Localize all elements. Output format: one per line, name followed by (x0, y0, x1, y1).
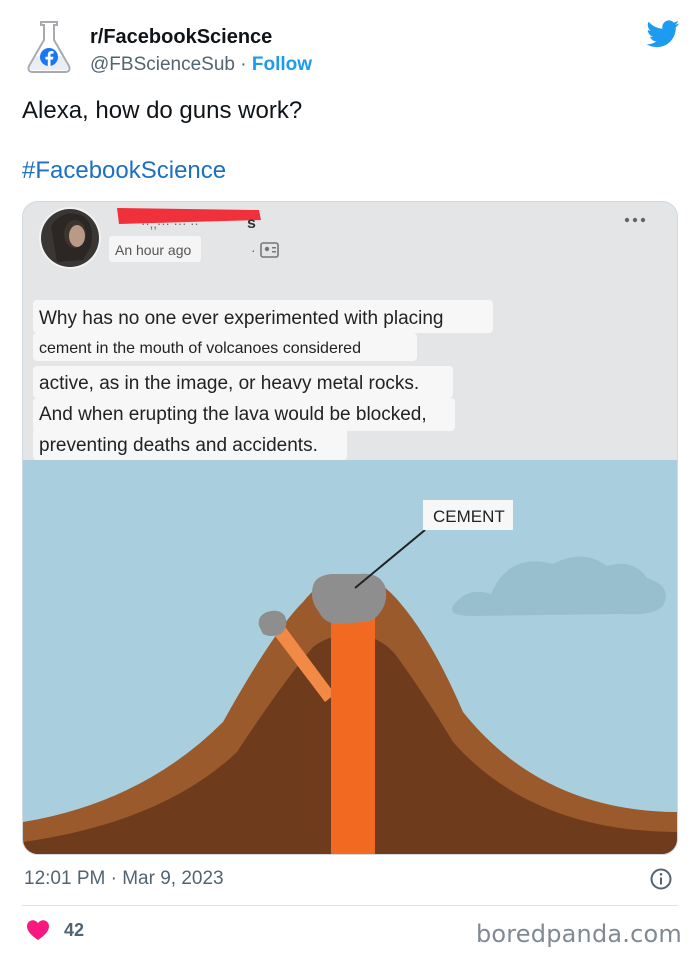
separator-dot: · (240, 54, 247, 75)
post-time-pill (109, 236, 201, 262)
watermark: boredpanda.com (475, 920, 682, 948)
hashtag-link[interactable]: #FacebookScience (22, 157, 227, 184)
cement-rock (258, 610, 287, 636)
svg-text:··,,··· ··· ··: ··,,··· ··· ·· (141, 216, 199, 231)
info-icon[interactable] (650, 868, 672, 890)
redacted-name: s ··,,··· ··· ·· (117, 208, 261, 232)
volcano-diagram: CEMENT (23, 460, 677, 854)
tweet-timestamp[interactable]: 12:01 PM · Mar 9, 2023 (24, 868, 224, 889)
label-pointer (354, 529, 426, 589)
audience-icon (260, 242, 279, 258)
cloud (451, 556, 666, 616)
text-highlight-3 (33, 366, 453, 398)
side-vent (269, 624, 335, 702)
twitter-bird-icon[interactable] (646, 20, 680, 50)
more-options-icon (624, 217, 646, 223)
text-highlight-5 (33, 428, 347, 460)
tweet-text: Alexa, how do guns work? (22, 97, 303, 124)
dot-separator: · (251, 242, 256, 258)
cement-label: CEMENT (433, 507, 505, 526)
cement-label-box (423, 500, 513, 530)
like-count: 42 (64, 919, 85, 940)
divider (22, 905, 678, 906)
flask-facebook-icon (27, 21, 71, 73)
post-line-2: cement in the mouth of volcanoes conside… (39, 340, 361, 357)
handle-row: @FBScienceSub · Follow (90, 52, 312, 78)
account-avatar[interactable] (22, 20, 76, 74)
lava-conduit (331, 606, 375, 854)
heart-icon[interactable] (26, 919, 50, 941)
tweet-header: r/FacebookScience @FBScienceSub · Follow (22, 20, 682, 80)
follow-button[interactable]: Follow (251, 54, 313, 75)
text-highlight-2 (33, 333, 417, 361)
post-line-5: preventing deaths and accidents. (39, 435, 318, 456)
display-name[interactable]: r/FacebookScience (90, 26, 273, 48)
post-line-3: active, as in the image, or heavy metal … (39, 373, 419, 394)
poster-avatar (39, 207, 101, 269)
text-highlight-1 (33, 300, 493, 333)
text-highlight-4 (33, 398, 455, 431)
svg-text:s: s (247, 215, 256, 232)
handle[interactable]: @FBScienceSub (90, 54, 235, 75)
tweet-media-image[interactable]: s ··,,··· ··· ·· An hour ago · (22, 201, 678, 855)
post-time: An hour ago (115, 242, 191, 258)
cement-plug (311, 573, 387, 624)
account-names: r/FacebookScience @FBScienceSub · Follow (90, 25, 312, 78)
like-action[interactable]: 42 (26, 917, 84, 943)
embedded-facebook-post: s ··,,··· ··· ·· An hour ago · (23, 202, 677, 854)
post-line-4: And when erupting the lava would be bloc… (39, 404, 427, 425)
post-line-1: Why has no one ever experimented with pl… (39, 308, 444, 329)
